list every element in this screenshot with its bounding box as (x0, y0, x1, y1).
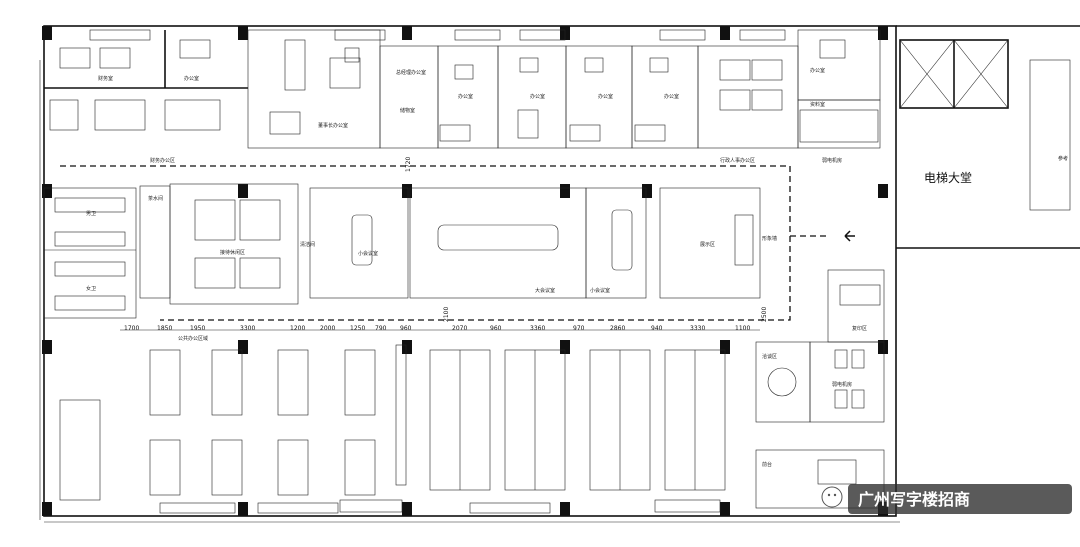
dim-label: 1250 (350, 325, 365, 332)
label-ref: 参考 (1058, 155, 1068, 162)
elevator-core (59, 39, 1071, 501)
right-rooms (755, 269, 885, 509)
label-display: 展示区 (700, 242, 715, 248)
label-big-meeting: 大会议室 (535, 287, 555, 294)
column (878, 340, 888, 354)
label-public-office: 公共办公区域 (178, 335, 208, 342)
label-weak-current: 弱电机房 (822, 157, 842, 164)
label-mens-wc: 男卫 (86, 211, 96, 217)
side-dim: 1720 (405, 157, 412, 172)
label-office-b: 办公室 (530, 93, 545, 100)
label-admin-area: 行政人事办公区 (720, 157, 755, 164)
column (560, 340, 570, 354)
middle-rooms (43, 183, 761, 319)
column (42, 340, 52, 354)
column (402, 502, 412, 516)
dim-label: 1950 (190, 325, 205, 332)
dim-label: 1700 (124, 325, 139, 332)
dim-label: 790 (375, 325, 387, 332)
watermark-text: 广州写字楼招商 (858, 490, 970, 509)
label-small-meeting-left: 小会议室 (358, 250, 378, 257)
dim-label: 970 (573, 325, 585, 332)
dim-label: 1200 (290, 325, 305, 332)
column (720, 26, 730, 40)
label-office-a: 办公室 (458, 93, 473, 100)
column (238, 184, 248, 198)
dim-label: 2860 (610, 325, 625, 332)
dim-label: 1100 (735, 325, 750, 332)
side-dim: 2500 (761, 307, 768, 322)
bottom-windows (159, 499, 721, 514)
dim-label: 960 (400, 325, 412, 332)
label-small-meeting-right: 小会议室 (590, 287, 610, 294)
side-dim: 2100 (443, 307, 450, 322)
column (642, 184, 652, 198)
dim-label: 3330 (690, 325, 705, 332)
label-womens-wc: 女卫 (86, 285, 96, 292)
column (42, 184, 52, 198)
column (238, 340, 248, 354)
label-general-mgr: 总经理办公室 (396, 69, 426, 76)
label-negotiation: 洽谈区 (762, 353, 777, 360)
label-image-wall: 形象墙 (762, 235, 777, 242)
column (560, 502, 570, 516)
column (560, 184, 570, 198)
label-water-bar: 茶水间 (148, 195, 163, 202)
column (878, 26, 888, 40)
column (238, 502, 248, 516)
watermark-badge: 广州写字楼招商 (821, 484, 1072, 514)
entrance-arrow (844, 230, 855, 242)
dim-label: 2070 (452, 325, 467, 332)
column (878, 184, 888, 198)
dim-label: 960 (490, 325, 502, 332)
column (42, 502, 52, 516)
label-office-d: 办公室 (664, 93, 679, 100)
label-office-c: 办公室 (598, 93, 613, 100)
dimension-row: 1700 1850 1950 3300 1200 2000 1250 790 9… (124, 325, 750, 332)
column (402, 26, 412, 40)
column (402, 184, 412, 198)
open-office-desks (120, 329, 760, 496)
label-finance: 财务室 (98, 75, 113, 82)
label-finance-area: 财务办公区 (150, 157, 175, 164)
label-office-left: 办公室 (184, 75, 199, 82)
label-server-room: 弱电机房 (832, 381, 852, 388)
column (402, 340, 412, 354)
label-reception-lounge: 接待休闲区 (220, 249, 245, 256)
column (720, 340, 730, 354)
label-copy: 复印区 (852, 325, 867, 332)
column (720, 502, 730, 516)
label-office-right: 办公室 (810, 67, 825, 74)
column (238, 26, 248, 40)
wechat-icon (821, 486, 843, 508)
top-offices (44, 29, 881, 149)
dim-label: 2000 (320, 325, 335, 332)
column (42, 26, 52, 40)
label-reception: 前台 (762, 461, 772, 468)
dim-label: 3360 (530, 325, 545, 332)
dim-label: 3300 (240, 325, 255, 332)
label-elevator-lobby: 电梯大堂 (924, 171, 972, 185)
label-storage: 储物室 (400, 107, 415, 114)
dim-label: 940 (651, 325, 663, 332)
dim-label: 1850 (157, 325, 172, 332)
label-archive: 资料室 (810, 101, 825, 108)
label-chairman: 董事长办公室 (318, 122, 348, 129)
corridor-boundary (60, 165, 791, 321)
label-clean-room: 清洁间 (300, 241, 315, 248)
